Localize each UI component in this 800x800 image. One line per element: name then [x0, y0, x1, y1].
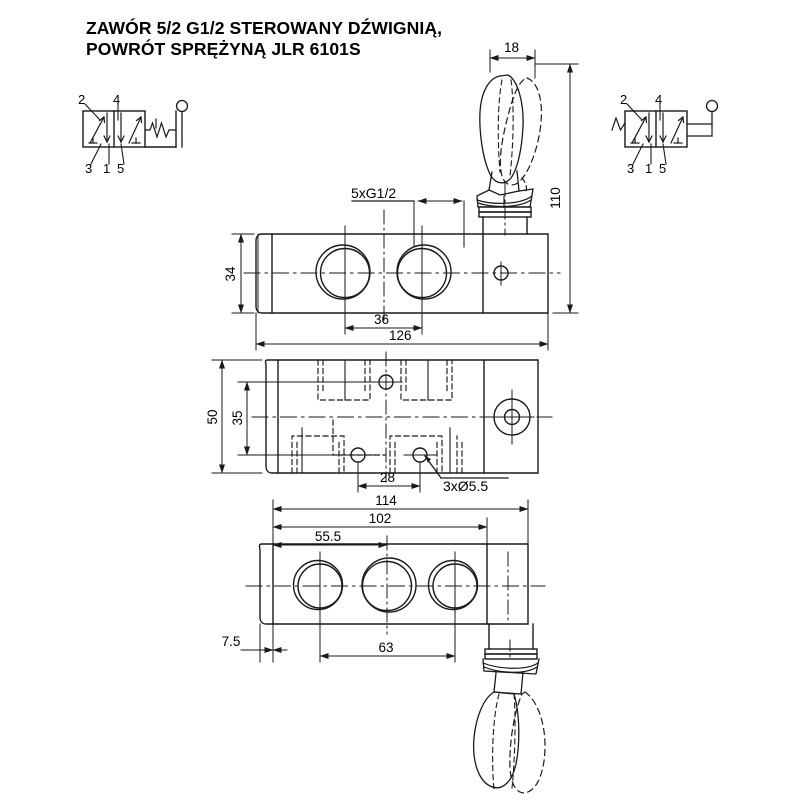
- lever-handle-top: [476, 74, 543, 236]
- dimension-label-126: 126: [389, 328, 412, 343]
- dimension-label-35: 35: [230, 410, 245, 425]
- port-label-3-left: 3: [85, 161, 92, 176]
- dimension-total-length-126: [255, 312, 549, 351]
- dimension-height-34: [231, 233, 255, 314]
- title-line-1: ZAWÓR 5/2 G1/2 STEROWANY DŹWIGNIĄ,: [86, 18, 443, 38]
- dimension-length-63: [319, 623, 456, 663]
- title-line-2: POWRÓT SPRĘŻYNĄ JLR 6101S: [86, 39, 361, 59]
- dimension-label-28: 28: [380, 470, 395, 485]
- middle-section-view: [251, 351, 553, 483]
- drawing-title: ZAWÓR 5/2 G1/2 STEROWANY DŹWIGNIĄ, POWRÓ…: [86, 18, 546, 60]
- dimension-lever-height-110: [534, 63, 579, 314]
- port-label-2-right: 2: [620, 92, 627, 107]
- port-label-1-right: 1: [645, 161, 652, 176]
- lever-handle-bottom: [472, 623, 546, 794]
- port-label-1-left: 1: [103, 161, 110, 176]
- port-label-3-right: 3: [627, 161, 634, 176]
- dimension-hole-spacing-28: [357, 461, 421, 493]
- dimension-label-50: 50: [205, 409, 220, 424]
- dimension-label-114: 114: [375, 493, 397, 508]
- dimension-hole-height-35: [237, 381, 381, 456]
- dimension-label-36: 36: [374, 312, 389, 327]
- callout-mounting-holes: [424, 455, 509, 479]
- pneumatic-symbol-left: [82, 99, 189, 165]
- dimension-length-102: [272, 517, 488, 545]
- dimension-edge-7-5: [240, 623, 288, 663]
- dimension-label-55-5: 55.5: [315, 529, 341, 544]
- dimension-label-63: 63: [378, 640, 393, 655]
- symbol-left-port-labels: 2 4 3 1 5: [78, 92, 124, 176]
- dimension-length-114: [272, 499, 529, 545]
- dimension-length-55-5: [272, 535, 388, 548]
- dimension-label-7-5: 7.5: [222, 634, 241, 649]
- port-label-5-left: 5: [117, 161, 124, 176]
- port-label-4-left: 4: [113, 92, 120, 107]
- bottom-view-body: [245, 535, 546, 635]
- port-label-4-right: 4: [655, 92, 662, 107]
- port-label-2-left: 2: [78, 92, 85, 107]
- symbol-right-port-labels: 2 4 3 1 5: [620, 92, 666, 176]
- dimension-label-34: 34: [223, 266, 238, 282]
- dimension-label-5xG1-2: 5xG1/2: [351, 185, 396, 201]
- dimension-label-18: 18: [504, 40, 519, 55]
- dimension-label-110: 110: [548, 187, 563, 209]
- callout-thread-5xG1-2: [351, 198, 465, 248]
- dimension-label-102: 102: [369, 511, 392, 526]
- port-label-5-right: 5: [659, 161, 666, 176]
- pneumatic-symbol-right: [611, 99, 719, 165]
- dimension-hole-spacing-36: [344, 312, 423, 335]
- dimension-label-3xD5-5: 3xØ5.5: [443, 478, 488, 494]
- top-view-body: [243, 209, 561, 323]
- dimension-body-height-50: [211, 359, 263, 474]
